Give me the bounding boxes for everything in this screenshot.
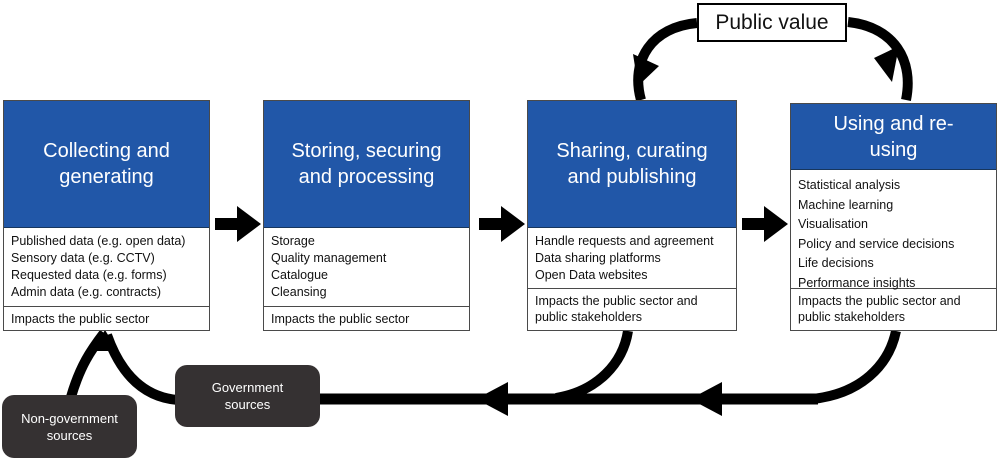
stage-impact: Impacts the public sector xyxy=(4,306,209,331)
public-value-label: Public value xyxy=(715,10,829,34)
stage-impact: Impacts the public sector and public sta… xyxy=(528,288,736,330)
stage-item: Data sharing platforms xyxy=(535,251,661,265)
arrowhead-up-left-icon xyxy=(633,54,659,86)
non-government-sources-label: Non-government sources xyxy=(21,410,118,443)
stage-title: Using and re-using xyxy=(791,104,996,170)
government-sources-label: Government sources xyxy=(211,380,284,412)
stage-item: Sensory data (e.g. CCTV) xyxy=(11,251,155,265)
flow-arrow-sharing-to-using xyxy=(742,206,788,242)
public-value-box: Public value xyxy=(697,3,847,42)
public-value-arc-left xyxy=(633,18,698,102)
government-sources-box: Government sources xyxy=(175,365,320,427)
stage-item: Machine learning xyxy=(798,197,894,212)
stage-item-list: Statistical analysis Machine learning Vi… xyxy=(791,170,996,290)
stage-item: Handle requests and agreement xyxy=(535,234,714,248)
stage-item: Quality management xyxy=(271,251,387,265)
stage-title: Sharing, curating and publishing xyxy=(528,101,736,228)
stage-item: Policy and service decisions xyxy=(798,236,955,251)
stage-impact: Impacts the public sector and public sta… xyxy=(791,288,996,331)
stage-item: Visualisation xyxy=(798,217,868,231)
stage-storing-securing-processing: Storing, securing and processing Storage… xyxy=(263,100,470,331)
stage-impact: Impacts the public sector xyxy=(264,306,469,331)
stage-sharing-curating-publishing: Sharing, curating and publishing Handle … xyxy=(527,100,737,331)
using-down-curve xyxy=(811,329,901,404)
stage-title: Storing, securing and processing xyxy=(264,101,469,228)
stage-item: Cleansing xyxy=(271,285,327,299)
stage-item: Storage xyxy=(271,234,315,248)
stage-item-list: Handle requests and agreement Data shari… xyxy=(528,228,736,288)
government-to-collecting-curve xyxy=(102,333,179,405)
stage-item: Life decisions xyxy=(798,256,874,270)
stage-title: Collecting and generating xyxy=(4,101,209,228)
arrowhead-left-icon xyxy=(690,382,722,416)
flow-arrow-storing-to-sharing xyxy=(479,206,525,242)
stage-collecting-generating: Collecting and generating Published data… xyxy=(3,100,210,331)
arrowhead-up-right-icon xyxy=(874,46,899,82)
sharing-down-curve xyxy=(555,330,633,403)
stage-item: Statistical analysis xyxy=(798,178,901,192)
arrowhead-up-icon xyxy=(92,330,118,351)
stage-item-list: Published data (e.g. open data) Sensory … xyxy=(4,228,209,306)
stage-item-list: Storage Quality management Catalogue Cle… xyxy=(264,228,469,306)
stage-item: Performance insights xyxy=(798,275,916,290)
stage-item: Admin data (e.g. contracts) xyxy=(11,285,162,299)
stage-using-reusing: Using and re-using Statistical analysis … xyxy=(790,103,997,331)
stage-item: Catalogue xyxy=(271,268,328,282)
non-government-sources-box: Non-government sources xyxy=(2,395,137,458)
arrowhead-left-icon xyxy=(476,382,508,416)
stage-item: Requested data (e.g. forms) xyxy=(11,268,167,282)
flow-arrow-collecting-to-storing xyxy=(215,206,261,242)
stage-item: Published data (e.g. open data) xyxy=(11,234,186,248)
stage-item: Open Data websites xyxy=(535,268,648,282)
